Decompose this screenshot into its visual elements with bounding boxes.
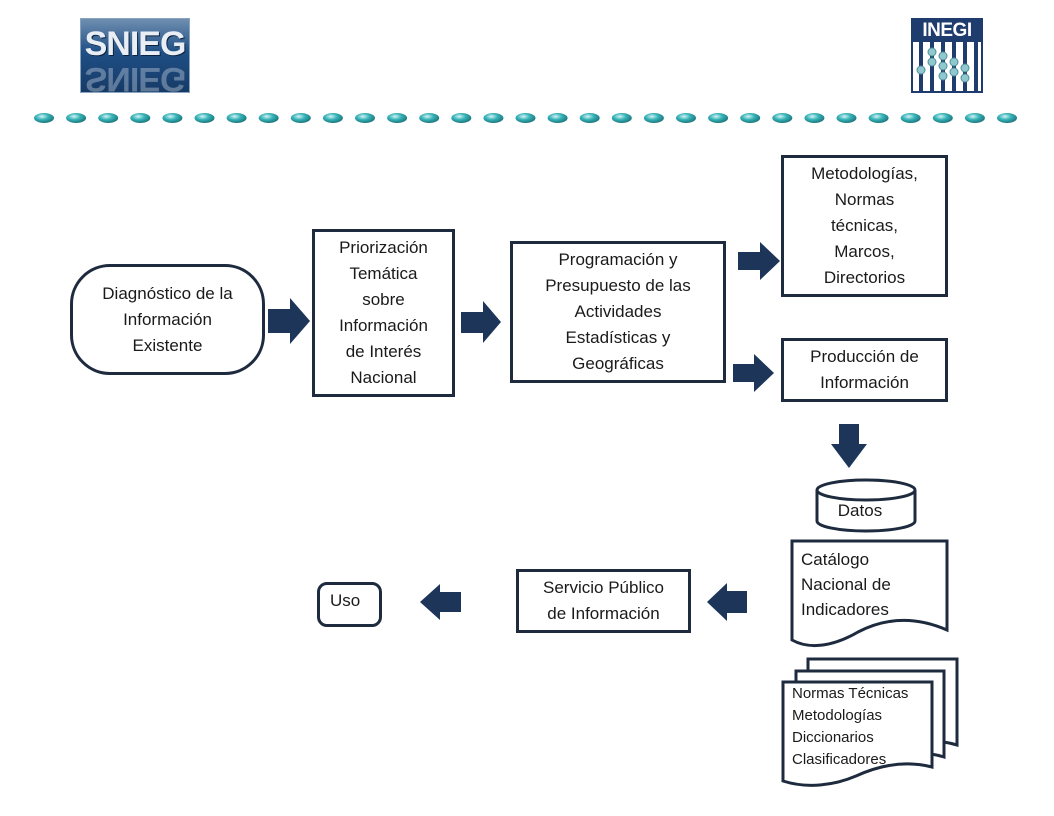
normas-document-stack bbox=[781, 657, 959, 787]
node-diagnostico: Diagnóstico de la Información Existente bbox=[70, 264, 265, 375]
catalogo-document-shape bbox=[790, 539, 949, 647]
divider-bead bbox=[290, 113, 311, 123]
divider-bead bbox=[997, 113, 1017, 123]
divider-bead bbox=[579, 113, 600, 123]
node-uso: Uso bbox=[317, 582, 382, 627]
catalogo-line-1: Catálogo bbox=[801, 550, 869, 569]
divider-bead bbox=[226, 113, 247, 123]
divider-bead bbox=[676, 113, 696, 123]
arrow-right-3 bbox=[738, 242, 780, 280]
catalogo-line-2: Nacional de bbox=[801, 575, 891, 594]
divider-bead bbox=[483, 113, 504, 123]
node-programacion: Programación y Presupuesto de las Activi… bbox=[510, 241, 726, 383]
divider-bead bbox=[355, 113, 375, 123]
normas-line-4: Clasificadores bbox=[792, 751, 886, 768]
divider-bead bbox=[804, 113, 825, 123]
arrow-right-1 bbox=[268, 298, 310, 344]
divider-bead bbox=[130, 113, 151, 123]
inegi-logo-text: INEGI bbox=[913, 20, 981, 42]
arrow-left-1 bbox=[707, 583, 747, 621]
node-priorizacion: Priorización Temática sobre Información … bbox=[312, 229, 455, 397]
divider-bead bbox=[194, 113, 215, 123]
divider-bead bbox=[708, 113, 729, 123]
divider-bead bbox=[66, 113, 87, 123]
divider-bead bbox=[740, 113, 761, 123]
divider-bead bbox=[515, 113, 536, 123]
datos-label: Datos bbox=[838, 501, 882, 520]
divider-bead bbox=[451, 113, 472, 123]
divider-bead bbox=[836, 113, 857, 123]
divider-bead bbox=[932, 113, 953, 123]
divider-bead bbox=[322, 113, 343, 123]
normas-line-3: Diccionarios bbox=[792, 729, 874, 746]
decorative-dotted-divider bbox=[34, 113, 1017, 123]
divider-bead bbox=[643, 113, 664, 123]
node-produccion: Producción de Información bbox=[781, 338, 948, 402]
divider-bead bbox=[98, 113, 119, 123]
arrow-down bbox=[831, 424, 867, 468]
divider-bead bbox=[162, 113, 183, 123]
divider-bead bbox=[964, 113, 985, 123]
snieg-logo: SNIEG SNIEG bbox=[80, 18, 190, 93]
catalogo-line-3: Indicadores bbox=[801, 600, 889, 619]
divider-bead bbox=[611, 113, 632, 123]
normas-line-1: Normas Técnicas bbox=[792, 685, 908, 702]
divider-bead bbox=[547, 113, 568, 123]
node-servicio-publico: Servicio Público de Información bbox=[516, 569, 691, 633]
snieg-logo-text: SNIEG bbox=[84, 25, 187, 63]
arrow-left-2 bbox=[420, 584, 461, 620]
divider-bead bbox=[900, 113, 921, 123]
divider-bead bbox=[387, 113, 408, 123]
inegi-logo-abacus-icon bbox=[916, 42, 978, 91]
datos-database-icon bbox=[815, 478, 917, 533]
divider-bead bbox=[868, 113, 889, 123]
arrow-right-2 bbox=[461, 301, 501, 343]
arrow-right-4 bbox=[733, 354, 774, 392]
divider-bead bbox=[772, 113, 793, 123]
node-metodologias: Metodologías, Normas técnicas, Marcos, D… bbox=[781, 155, 948, 297]
divider-bead bbox=[419, 113, 440, 123]
divider-bead bbox=[34, 113, 54, 123]
normas-line-2: Metodologías bbox=[792, 707, 882, 724]
inegi-logo: INEGI bbox=[911, 18, 983, 93]
divider-bead bbox=[258, 113, 279, 123]
